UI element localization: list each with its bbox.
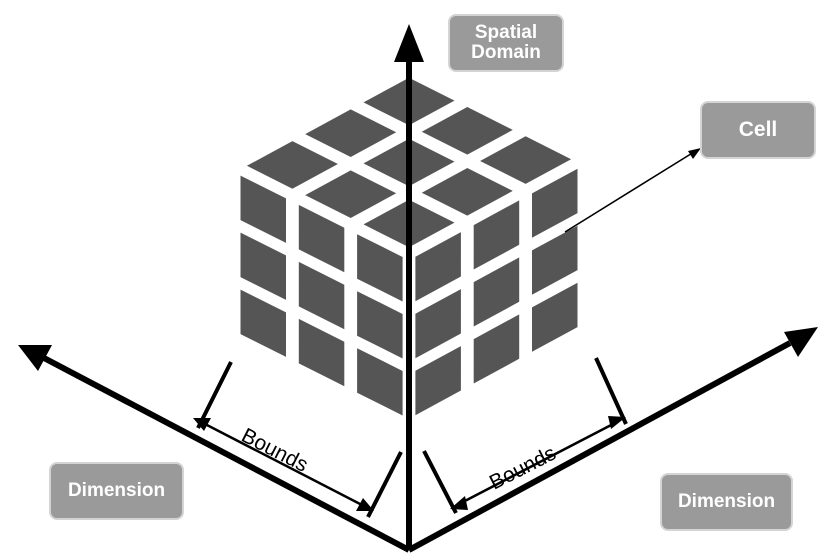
bounds-left-arrowhead-1 xyxy=(193,418,211,431)
cube-right-cell xyxy=(473,200,520,270)
spatial-domain-label: Spatial Domain xyxy=(448,14,564,72)
cube xyxy=(240,77,578,416)
cell-pointer xyxy=(564,148,701,233)
bounds-right-tick-1 xyxy=(422,450,458,514)
cube-top-cell xyxy=(246,141,338,189)
axis-right-arrowhead xyxy=(784,327,818,357)
dimension-left-text: Dimension xyxy=(67,480,166,502)
cube-left-cell xyxy=(357,234,403,302)
cube-top-cell xyxy=(480,136,572,184)
cube-top-cell xyxy=(305,170,397,218)
cell-label: Cell xyxy=(700,101,816,159)
cube-left-cell xyxy=(240,175,286,243)
bounds-left-tick-2 xyxy=(366,451,403,518)
cell-pointer-line xyxy=(564,151,695,233)
cube-left-cell xyxy=(357,348,403,416)
cube-right-cell xyxy=(415,346,461,416)
axis-right xyxy=(407,340,792,553)
cube-right-cell xyxy=(532,225,578,295)
bounds-right-arrowhead-1 xyxy=(450,496,468,510)
cube-left-cell xyxy=(298,318,345,387)
bounds-left-tick-1 xyxy=(196,361,233,429)
cube-right-cell xyxy=(532,168,578,238)
cube-right-cell xyxy=(415,232,461,302)
axes xyxy=(18,24,818,553)
dimension-right-text: Dimension xyxy=(677,491,776,513)
cube-right-cell xyxy=(473,257,520,327)
axis-vertical-arrowhead xyxy=(394,24,424,62)
bounds-right-arrow xyxy=(460,421,616,505)
cube-left-cell xyxy=(298,261,345,330)
bounds-left-arrow xyxy=(204,422,363,507)
axis-left xyxy=(42,355,411,553)
cube-left-cell xyxy=(240,289,286,357)
bounds-right-tick-2 xyxy=(594,357,628,425)
cell-text: Cell xyxy=(738,117,778,141)
cube-right-cell xyxy=(532,282,578,352)
dimension-left-label: Dimension xyxy=(49,462,184,520)
cube-left-cell xyxy=(357,291,403,359)
cube-right-cell xyxy=(473,314,520,384)
cube-left-cell xyxy=(240,232,286,300)
spatial-domain-text: Spatial Domain xyxy=(471,22,541,63)
bounds-right-arrowhead-2 xyxy=(608,416,626,429)
cell-pointer-arrowhead xyxy=(688,148,701,159)
axis-left-arrowhead xyxy=(18,345,52,371)
bounds-left-arrowhead-2 xyxy=(356,498,374,511)
cube-left-cell xyxy=(298,204,345,273)
cube-top-cell xyxy=(305,109,397,157)
cube-top-cell xyxy=(421,168,513,216)
cube-right-cell xyxy=(415,289,461,359)
cube-top-cell xyxy=(421,107,513,155)
dimension-right-label: Dimension xyxy=(660,473,793,531)
